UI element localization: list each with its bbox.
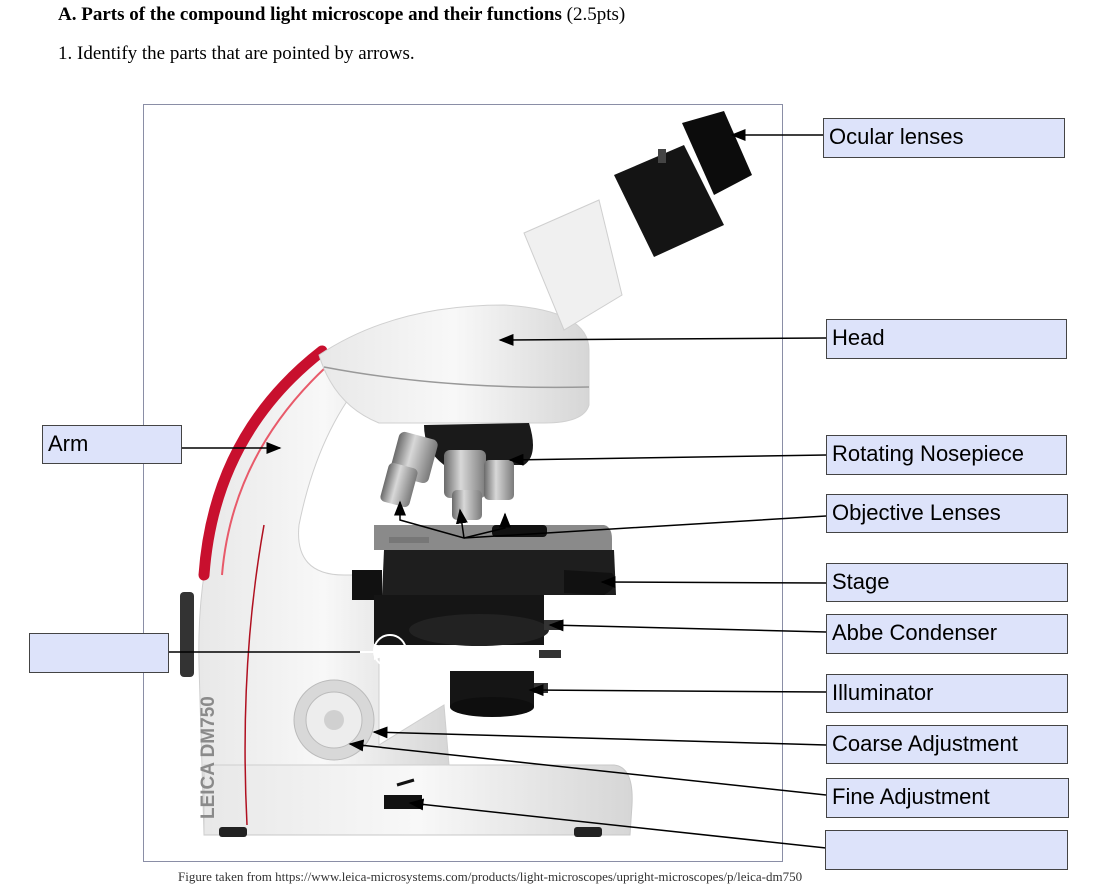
label-ocular-lenses[interactable]: Ocular lenses — [823, 118, 1065, 158]
label-stage[interactable]: Stage — [826, 563, 1068, 602]
label-rotating-nosepiece[interactable]: Rotating Nosepiece — [826, 435, 1067, 475]
microscope-illustration: LEICA DM750 — [180, 111, 752, 837]
label-fine-adjustment[interactable]: Fine Adjustment — [826, 778, 1069, 818]
label-blank-bottom[interactable] — [825, 830, 1068, 870]
label-abbe-condenser[interactable]: Abbe Condenser — [826, 614, 1068, 654]
microscope-figure: LEICA DM750 — [143, 104, 783, 862]
brand-text: LEICA DM750 — [198, 696, 219, 819]
label-objective-lenses[interactable]: Objective Lenses — [826, 494, 1068, 533]
section-title: A. Parts of the compound light microscop… — [58, 4, 562, 25]
label-blank-left[interactable] — [29, 633, 169, 673]
label-head[interactable]: Head — [826, 319, 1067, 359]
figure-caption: Figure taken from https://www.leica-micr… — [178, 869, 803, 884]
label-arm[interactable]: Arm — [42, 425, 182, 464]
section-heading: A. Parts of the compound light microscop… — [58, 4, 625, 26]
points-label: (2.5pts) — [566, 4, 626, 25]
label-coarse-adjustment[interactable]: Coarse Adjustment — [826, 725, 1068, 764]
label-illuminator[interactable]: Illuminator — [826, 674, 1068, 713]
instruction-text: 1. Identify the parts that are pointed b… — [58, 43, 415, 64]
